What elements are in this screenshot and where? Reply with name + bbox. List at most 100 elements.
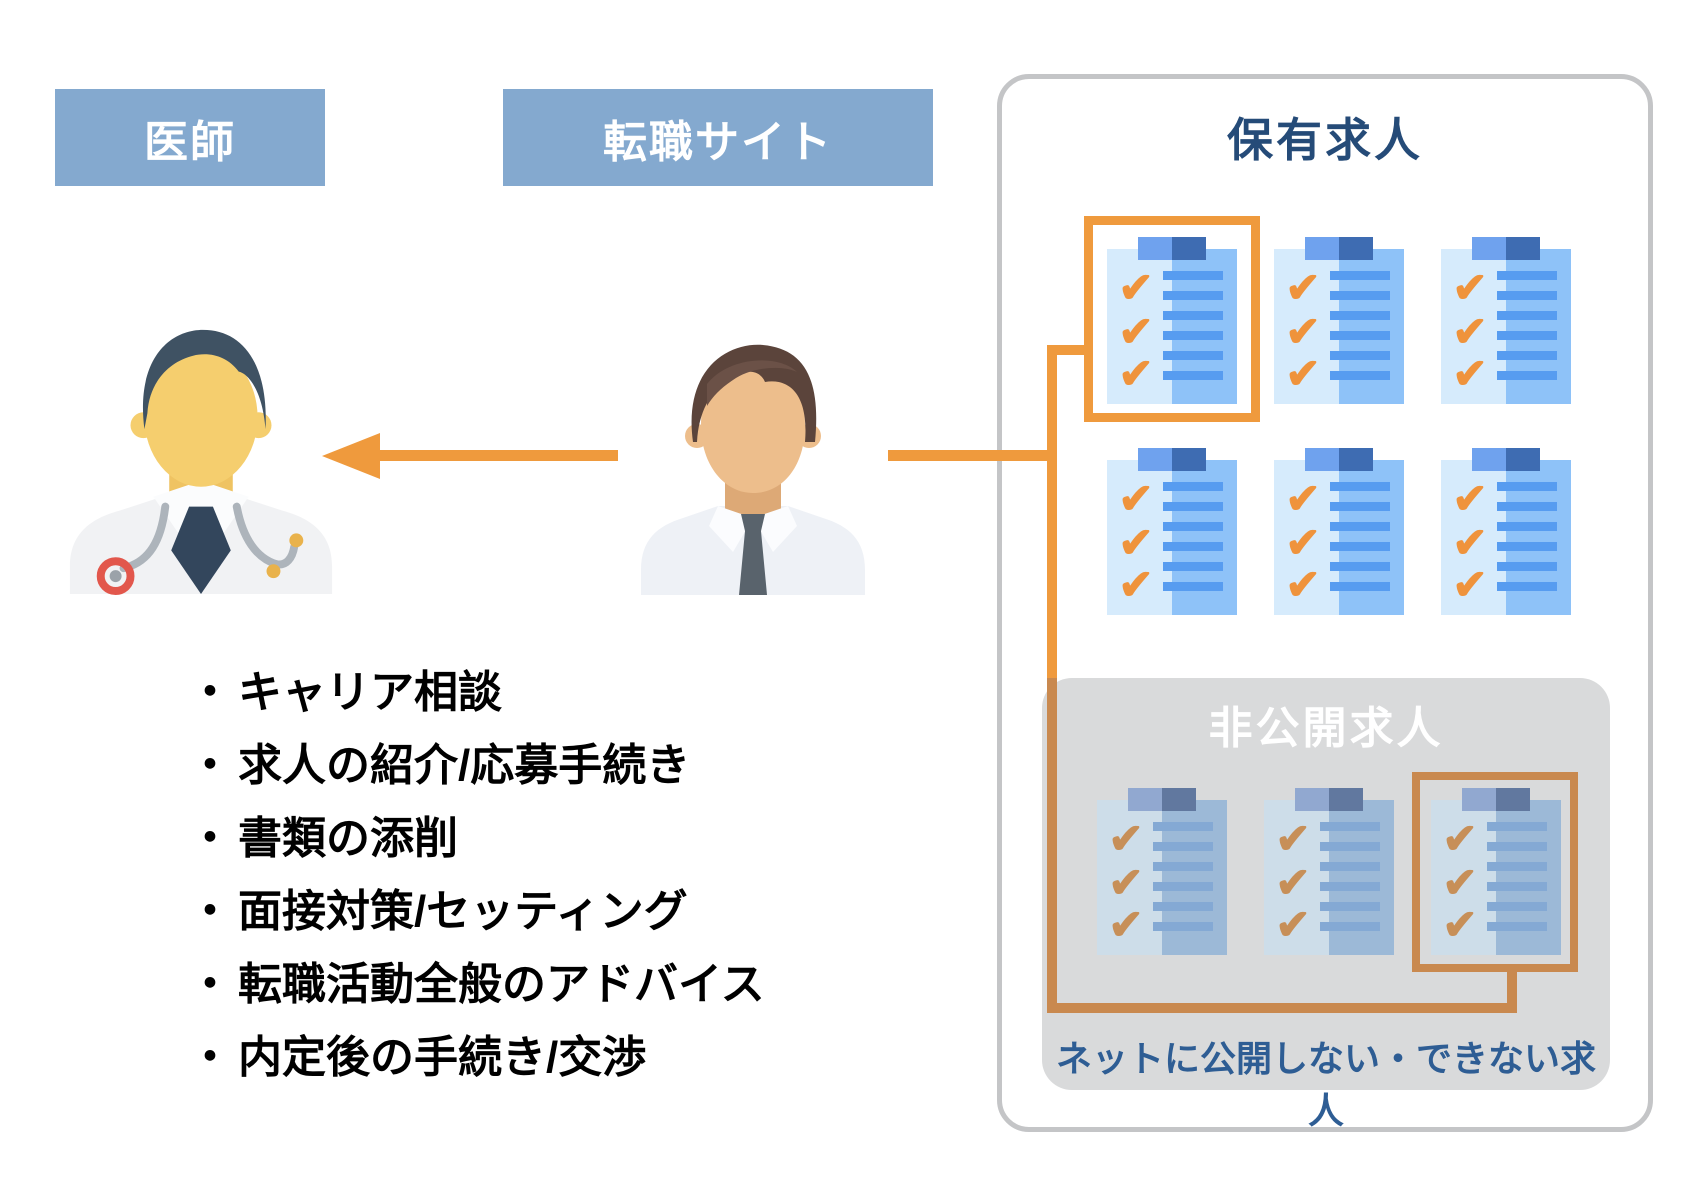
text-line	[1153, 922, 1213, 931]
check-icon: ✔	[1118, 519, 1154, 566]
service-label: 書類の添削	[238, 813, 458, 863]
clipboard-text-lines	[1497, 271, 1557, 380]
text-line	[1497, 542, 1557, 551]
text-line	[1487, 882, 1547, 891]
clipboard-text-lines	[1153, 822, 1213, 931]
private-jobs-note: ネットに公開しない・できない求人	[1055, 1038, 1596, 1131]
services-list: ・キャリア相談 ・求人の紹介/応募手続き ・書類の添削 ・面接対策/セッティング…	[188, 651, 765, 1089]
doctor-avatar	[69, 329, 333, 595]
check-icon: ✔	[1108, 815, 1144, 862]
text-line	[1163, 271, 1223, 280]
text-line	[1497, 271, 1557, 280]
check-icon: ✔	[1285, 264, 1321, 311]
connector-stub-top	[1047, 345, 1087, 355]
site-label-box: 転職サイト	[503, 89, 933, 186]
list-item: ・キャリア相談	[188, 651, 765, 724]
connector-vertical-upper	[1047, 345, 1057, 678]
text-line	[1330, 311, 1390, 320]
text-line	[1497, 291, 1557, 300]
text-line	[1330, 291, 1390, 300]
recruiter-avatar	[641, 344, 865, 595]
clip-tab-icon	[1305, 237, 1373, 260]
clipboard-text-lines	[1163, 482, 1223, 591]
clip-tab-icon	[1472, 448, 1540, 471]
text-line	[1330, 482, 1390, 491]
text-line	[1320, 842, 1380, 851]
check-icon: ✔	[1452, 475, 1488, 522]
clip-tab-icon	[1138, 237, 1206, 260]
private-jobs-row: ✔✔✔✔✔✔✔✔✔	[1097, 788, 1561, 955]
text-line	[1497, 371, 1557, 380]
clipboard-icon: ✔✔✔	[1107, 448, 1237, 615]
clipboard-text-lines	[1320, 822, 1380, 931]
text-line	[1163, 542, 1223, 551]
check-icon: ✔	[1442, 859, 1478, 906]
text-line	[1163, 522, 1223, 531]
clipboard-text-lines	[1487, 822, 1547, 931]
clipboard-icon: ✔✔✔	[1441, 237, 1571, 404]
site-label: 転職サイト	[603, 117, 833, 167]
clipboard-icon: ✔✔✔	[1441, 448, 1571, 615]
check-icon: ✔	[1118, 475, 1154, 522]
text-line	[1330, 582, 1390, 591]
text-line	[1320, 922, 1380, 931]
clipboard-text-lines	[1330, 271, 1390, 380]
highlight-box-private-job-icon	[1412, 772, 1578, 972]
service-label: 面接対策/セッティング	[238, 886, 688, 936]
clipboard-text-lines	[1497, 482, 1557, 591]
bullet-icon: ・	[188, 813, 232, 863]
clip-tab-icon	[1295, 788, 1363, 811]
text-line	[1330, 371, 1390, 380]
highlight-box-held-job-icon	[1084, 216, 1260, 422]
check-icon: ✔	[1118, 561, 1154, 608]
text-line	[1497, 502, 1557, 511]
text-line	[1497, 582, 1557, 591]
text-line	[1153, 842, 1213, 851]
list-item: ・内定後の手続き/交渉	[188, 1016, 765, 1089]
text-line	[1320, 822, 1380, 831]
check-icon: ✔	[1108, 901, 1144, 948]
bullet-icon: ・	[188, 667, 232, 717]
text-line	[1153, 862, 1213, 871]
check-icon: ✔	[1108, 859, 1144, 906]
text-line	[1487, 902, 1547, 911]
text-line	[1163, 502, 1223, 511]
check-icon: ✔	[1285, 475, 1321, 522]
connector-horizontal-bottom	[1047, 1003, 1517, 1013]
text-line	[1330, 351, 1390, 360]
service-label: 転職活動全般のアドバイス	[238, 959, 765, 1009]
text-line	[1163, 482, 1223, 491]
held-jobs-row-1: ✔✔✔✔✔✔✔✔✔	[1107, 237, 1571, 404]
bullet-icon: ・	[188, 886, 232, 936]
clip-tab-icon	[1462, 788, 1530, 811]
text-line	[1497, 482, 1557, 491]
text-line	[1153, 822, 1213, 831]
service-label: 求人の紹介/応募手続き	[238, 740, 691, 790]
arrow-left-head-icon	[322, 433, 380, 479]
text-line	[1330, 271, 1390, 280]
clipboard-icon: ✔✔✔	[1431, 788, 1561, 955]
text-line	[1320, 882, 1380, 891]
text-line	[1487, 842, 1547, 851]
check-icon: ✔	[1285, 350, 1321, 397]
text-line	[1330, 562, 1390, 571]
private-jobs-title: 非公開求人	[1208, 704, 1444, 753]
check-icon: ✔	[1118, 308, 1154, 355]
clipboard-text-lines	[1330, 482, 1390, 591]
text-line	[1163, 311, 1223, 320]
doctor-label-box: 医師	[55, 89, 325, 186]
check-icon: ✔	[1275, 859, 1311, 906]
check-icon: ✔	[1285, 519, 1321, 566]
text-line	[1487, 862, 1547, 871]
list-item: ・転職活動全般のアドバイス	[188, 943, 765, 1016]
check-icon: ✔	[1452, 561, 1488, 608]
text-line	[1487, 922, 1547, 931]
bullet-icon: ・	[188, 740, 232, 790]
text-line	[1330, 502, 1390, 511]
check-icon: ✔	[1442, 815, 1478, 862]
clip-tab-icon	[1128, 788, 1196, 811]
clipboard-icon: ✔✔✔	[1264, 788, 1394, 955]
arrow-line-from-panel	[888, 450, 1052, 461]
connector-vertical-lower	[1047, 678, 1057, 1013]
clip-tab-icon	[1305, 448, 1373, 471]
